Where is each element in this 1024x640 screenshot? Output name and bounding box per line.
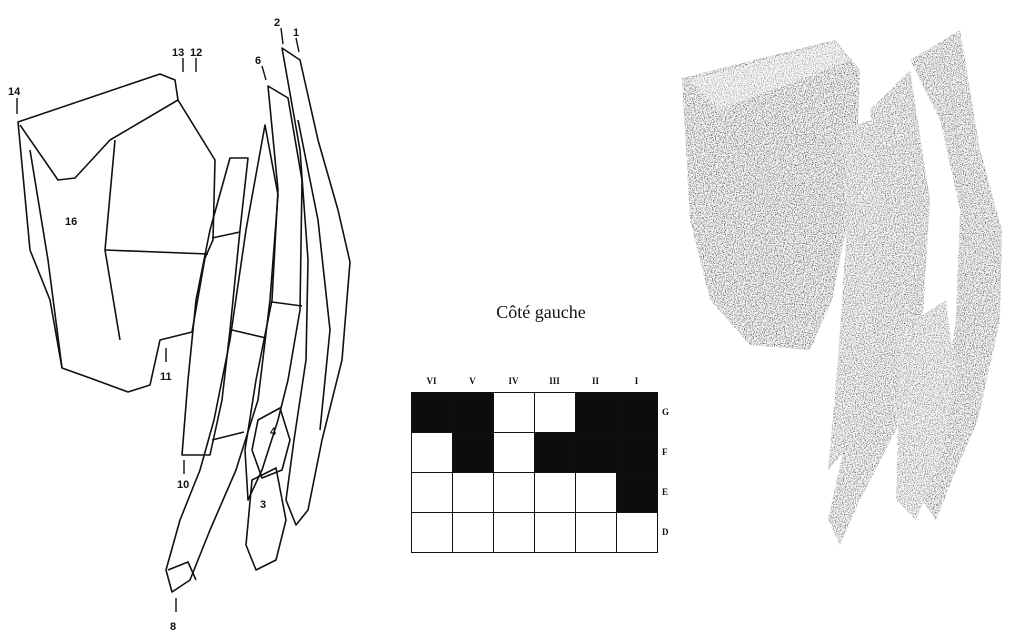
row-label-e: E bbox=[662, 487, 669, 497]
grid-cell-g-v bbox=[453, 393, 494, 433]
photo-crack-d bbox=[949, 79, 967, 361]
label-2: 2 bbox=[274, 17, 280, 29]
label-11: 11 bbox=[160, 371, 172, 383]
fragment-1 bbox=[281, 47, 351, 526]
position-grid bbox=[411, 392, 658, 553]
grid-cell-e-ii bbox=[576, 473, 617, 513]
label-3: 3 bbox=[260, 499, 266, 511]
fragment-10-crack bbox=[211, 231, 241, 239]
photo-slab-front bbox=[910, 30, 1002, 520]
fragment-16-split bbox=[104, 139, 121, 341]
refit-photograph bbox=[682, 30, 1002, 545]
grid-cell-d-vi bbox=[412, 513, 453, 553]
grid-cell-e-iii bbox=[535, 473, 576, 513]
grid-cell-f-v bbox=[453, 433, 494, 473]
col-label-v: V bbox=[469, 376, 476, 386]
fragment-6-crack bbox=[271, 301, 303, 307]
fragment-8-crack-a bbox=[231, 329, 267, 339]
grid-row-labels: G F E D bbox=[662, 392, 678, 552]
row-label-f: F bbox=[662, 447, 668, 457]
fragment-8 bbox=[165, 124, 279, 593]
grid-cell-f-iii bbox=[535, 433, 576, 473]
fragment-10 bbox=[181, 157, 249, 456]
grid-cell-d-ii bbox=[576, 513, 617, 553]
label-13: 13 bbox=[172, 47, 184, 59]
photo-block-top-face bbox=[688, 42, 850, 110]
label-4: 4 bbox=[270, 426, 277, 438]
col-label-ii: II bbox=[591, 376, 599, 386]
fragment-line-drawing: 1 2 6 13 12 14 16 11 10 4 3 8 bbox=[8, 17, 351, 633]
label-10: 10 bbox=[177, 479, 189, 491]
label-8: 8 bbox=[170, 621, 176, 633]
photo-crack-c bbox=[905, 89, 923, 401]
fragment-3 bbox=[245, 467, 287, 571]
label-14: 14 bbox=[8, 86, 21, 98]
grid-cell-e-v bbox=[453, 473, 494, 513]
grid-cell-g-iv bbox=[494, 393, 535, 433]
grid-cell-d-iii bbox=[535, 513, 576, 553]
grid-cell-e-iv bbox=[494, 473, 535, 513]
col-label-vi: VI bbox=[426, 376, 437, 386]
row-label-d: D bbox=[662, 527, 669, 537]
photo-block-left bbox=[682, 40, 860, 350]
col-label-iii: III bbox=[549, 376, 560, 386]
fragment-16-inner-top bbox=[19, 99, 179, 181]
row-label-g: G bbox=[662, 407, 670, 417]
col-label-iv: IV bbox=[508, 376, 519, 386]
fragment-16-cross bbox=[104, 249, 209, 255]
grid-column-labels: VI V IV III II I bbox=[411, 376, 657, 386]
fragment-1-inner bbox=[297, 119, 331, 431]
grid-cell-g-i bbox=[617, 393, 658, 433]
col-label-i: I bbox=[634, 376, 639, 386]
label-6: 6 bbox=[255, 55, 261, 67]
caption-cote-gauche: Côté gauche bbox=[496, 302, 586, 322]
grid-cell-d-i bbox=[617, 513, 658, 553]
grid-cell-f-ii bbox=[576, 433, 617, 473]
photo-crack-b bbox=[759, 139, 771, 301]
label-1: 1 bbox=[293, 27, 299, 39]
fragment-16 bbox=[17, 73, 216, 393]
grid-cell-d-v bbox=[453, 513, 494, 553]
fragment-4 bbox=[251, 407, 291, 479]
fragment-8-crack-b bbox=[211, 431, 245, 441]
grid-cell-g-vi bbox=[412, 393, 453, 433]
fragment-8-tip bbox=[167, 561, 197, 581]
photo-slab-middle bbox=[828, 70, 930, 545]
grid-cell-e-vi bbox=[412, 473, 453, 513]
grid-cell-f-iv bbox=[494, 433, 535, 473]
photo-crack-a bbox=[759, 199, 857, 206]
grid-cell-d-iv bbox=[494, 513, 535, 553]
grid-cell-g-ii bbox=[576, 393, 617, 433]
fragment-16-left-edge bbox=[29, 149, 63, 369]
grid-cell-g-iii bbox=[535, 393, 576, 433]
label-12: 12 bbox=[190, 47, 202, 59]
photo-slab-thin bbox=[828, 118, 884, 470]
grid-cell-f-i bbox=[617, 433, 658, 473]
grid-cell-f-vi bbox=[412, 433, 453, 473]
label-16: 16 bbox=[65, 216, 77, 228]
grid-cell-e-i bbox=[617, 473, 658, 513]
